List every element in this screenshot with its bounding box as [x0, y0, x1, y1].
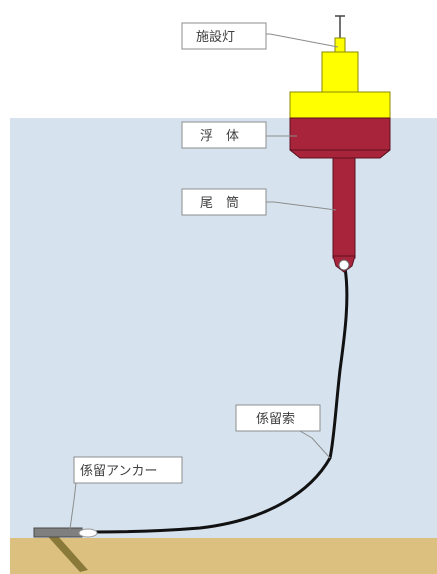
label-anchor: 係留アンカー: [69, 456, 183, 530]
label-lamp-box: [181, 22, 267, 50]
label-anchor-text: 係留アンカー: [80, 464, 157, 479]
buoy-deck: [289, 91, 391, 119]
label-mooring-chain-leader: [299, 430, 331, 459]
label-mooring-chain-box: [235, 404, 321, 432]
label-anchor-leader: [69, 482, 77, 530]
label-lamp-leader: [266, 33, 339, 48]
buoy-tower: [321, 51, 359, 94]
lamp: [334, 37, 346, 53]
anchor-block: [33, 527, 83, 538]
label-tail-tube-text: 尾 筒: [200, 195, 239, 211]
mooring-chain: [93, 266, 349, 534]
label-tail-tube: 尾 筒: [181, 188, 337, 216]
label-float: 浮 体: [181, 121, 297, 149]
anchor-fluke: [42, 530, 88, 572]
buoy: [289, 15, 391, 273]
label-mooring-chain-text: 係留索: [256, 412, 295, 427]
label-tail-tube-box: [181, 188, 267, 216]
tail-tube: [332, 157, 356, 259]
chain-shackle: [338, 259, 350, 271]
label-float-box: [181, 121, 267, 149]
mooring-anchor: [33, 527, 98, 572]
label-lamp-text: 施設灯: [196, 29, 235, 45]
float-body: [289, 117, 391, 159]
label-mooring-chain: 係留索: [235, 404, 331, 459]
label-float-text: 浮 体: [200, 129, 239, 144]
label-anchor-box: [73, 456, 183, 484]
anchor-shackle: [78, 528, 98, 538]
label-tail-tube-leader: [266, 201, 337, 211]
label-lamp: 施設灯: [181, 22, 339, 50]
